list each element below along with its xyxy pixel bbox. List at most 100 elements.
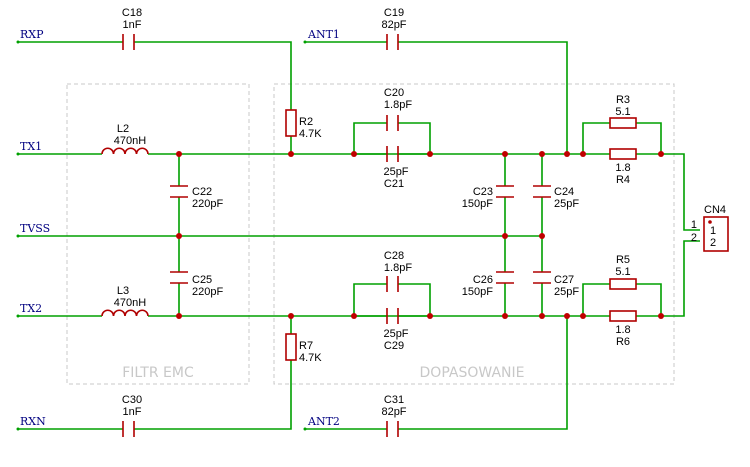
capacitor-c27-ref: C27 [554, 274, 574, 286]
capacitor-c30-value: 1nF [123, 406, 142, 418]
region-filter-label: FILTR EMC [122, 365, 194, 381]
capacitor-c27-value: 25pF [554, 286, 579, 298]
resistor-r4: 1.8 R4 [609, 148, 637, 186]
net-label-tvss: TVSS [20, 222, 50, 235]
capacitor-c28-value: 1.8pF [384, 262, 412, 274]
capacitor-c24: C24 25pF [533, 185, 579, 210]
capacitor-c27: C27 25pF [533, 271, 579, 298]
resistor-r4-symbol [609, 148, 637, 160]
connector-cn4-body [703, 216, 729, 252]
resistor-r4-value: 1.8 [615, 162, 630, 174]
inductor-l3-value: 470nH [114, 297, 146, 309]
capacitor-c29-symbol [386, 308, 399, 324]
wires [18, 41, 700, 430]
resistor-r7-symbol [285, 333, 297, 361]
capacitor-c22-symbol [170, 185, 188, 198]
capacitor-c23-ref: C23 [473, 186, 493, 198]
junction-dot [351, 151, 357, 157]
resistor-r2-value: 4.7K [299, 128, 322, 140]
junction-dot [288, 151, 294, 157]
port-end [16, 234, 20, 238]
capacitor-c18-symbol [122, 34, 135, 50]
capacitor-c24-value: 25pF [554, 198, 579, 210]
junction-dot [539, 233, 545, 239]
capacitor-c26-value: 150pF [462, 286, 493, 298]
capacitor-c20-value: 1.8pF [384, 99, 412, 111]
inductor-l3-ref: L3 [117, 285, 129, 297]
resistor-r5-value: 5.1 [615, 266, 630, 278]
connector-cn4-pin2-label: 2 [710, 237, 716, 249]
capacitor-c22-ref: C22 [192, 186, 212, 198]
junction-dot [658, 313, 664, 319]
net-label-rxp: RXP [20, 28, 44, 41]
resistor-r7-ref: R7 [299, 340, 313, 352]
junction-dot [564, 151, 570, 157]
junctions [176, 151, 664, 319]
capacitor-c26: C26 150pF [462, 271, 514, 298]
capacitor-c30-symbol [122, 421, 135, 437]
capacitor-c26-ref: C26 [473, 274, 493, 286]
resistor-r6-symbol [609, 310, 637, 322]
capacitor-c22-value: 220pF [192, 198, 223, 210]
capacitor-c29-ref: C29 [384, 340, 404, 352]
junction-dot [427, 151, 433, 157]
capacitor-c23-symbol [496, 185, 514, 198]
junction-dot [502, 151, 508, 157]
capacitor-c24-symbol [533, 185, 551, 198]
resistor-r2-ref: R2 [299, 116, 313, 128]
junction-dot [288, 313, 294, 319]
port-end [16, 152, 20, 156]
region-matching-box [273, 83, 675, 385]
resistor-r2-symbol [285, 109, 297, 137]
inductor-l2-ref: L2 [117, 123, 129, 135]
junction-dot [580, 313, 586, 319]
resistor-r7: R7 4.7K [285, 333, 322, 364]
region-matching-label: DOPASOWANIE [420, 365, 525, 381]
capacitor-c25: C25 220pF [170, 271, 223, 298]
capacitor-c19-symbol [386, 34, 399, 50]
connector-cn4-pin-num1: 1 [691, 219, 697, 231]
capacitor-c25-symbol [170, 271, 188, 284]
junction-dot [176, 151, 182, 157]
resistor-r5: R5 5.1 [609, 254, 637, 290]
junction-dot [176, 313, 182, 319]
port-end [303, 40, 307, 44]
resistor-r4-ref: R4 [616, 174, 630, 186]
junction-dot [427, 313, 433, 319]
connector-cn4-pin1-marker [708, 220, 712, 224]
inductor-l2-symbol [101, 147, 149, 155]
wire-c28-loop [353, 283, 431, 316]
region-filter-box [66, 83, 250, 385]
resistor-r6-ref: R6 [616, 336, 630, 348]
capacitor-c19: C19 82pF [381, 7, 407, 50]
capacitor-c31-value: 82pF [381, 406, 406, 418]
port-end [303, 427, 307, 431]
junction-dot [351, 313, 357, 319]
inductor-l2-value: 470nH [114, 135, 146, 147]
junction-dot [658, 151, 664, 157]
capacitor-c30: C30 1nF [122, 394, 142, 437]
resistor-r5-ref: R5 [616, 254, 630, 266]
region-filter: FILTR EMC [66, 83, 250, 385]
capacitor-c19-value: 82pF [381, 19, 406, 31]
resistor-r3-ref: R3 [616, 94, 630, 106]
capacitor-c27-symbol [533, 271, 551, 284]
capacitor-c21-value: 25pF [383, 166, 408, 178]
capacitor-c30-ref: C30 [122, 394, 142, 406]
inductor-l3-symbol [101, 309, 149, 317]
capacitor-c29: 25pF C29 [383, 308, 409, 352]
capacitor-c31-ref: C31 [384, 394, 404, 406]
net-label-tx1: TX1 [20, 140, 42, 153]
resistor-r6: 1.8 R6 [609, 310, 637, 348]
junction-dot [580, 151, 586, 157]
capacitor-c20-symbol [386, 115, 399, 131]
port-end [16, 427, 20, 431]
capacitor-c20: C20 1.8pF [384, 87, 412, 131]
capacitor-c21: 25pF C21 [383, 146, 409, 190]
connector-cn4-pin1-label: 1 [710, 225, 716, 237]
capacitor-c23: C23 150pF [462, 185, 514, 210]
wire-ant2 [305, 316, 568, 430]
capacitor-c19-ref: C19 [384, 7, 404, 19]
capacitor-c18-value: 1nF [123, 19, 142, 31]
capacitor-c29-value: 25pF [383, 328, 408, 340]
